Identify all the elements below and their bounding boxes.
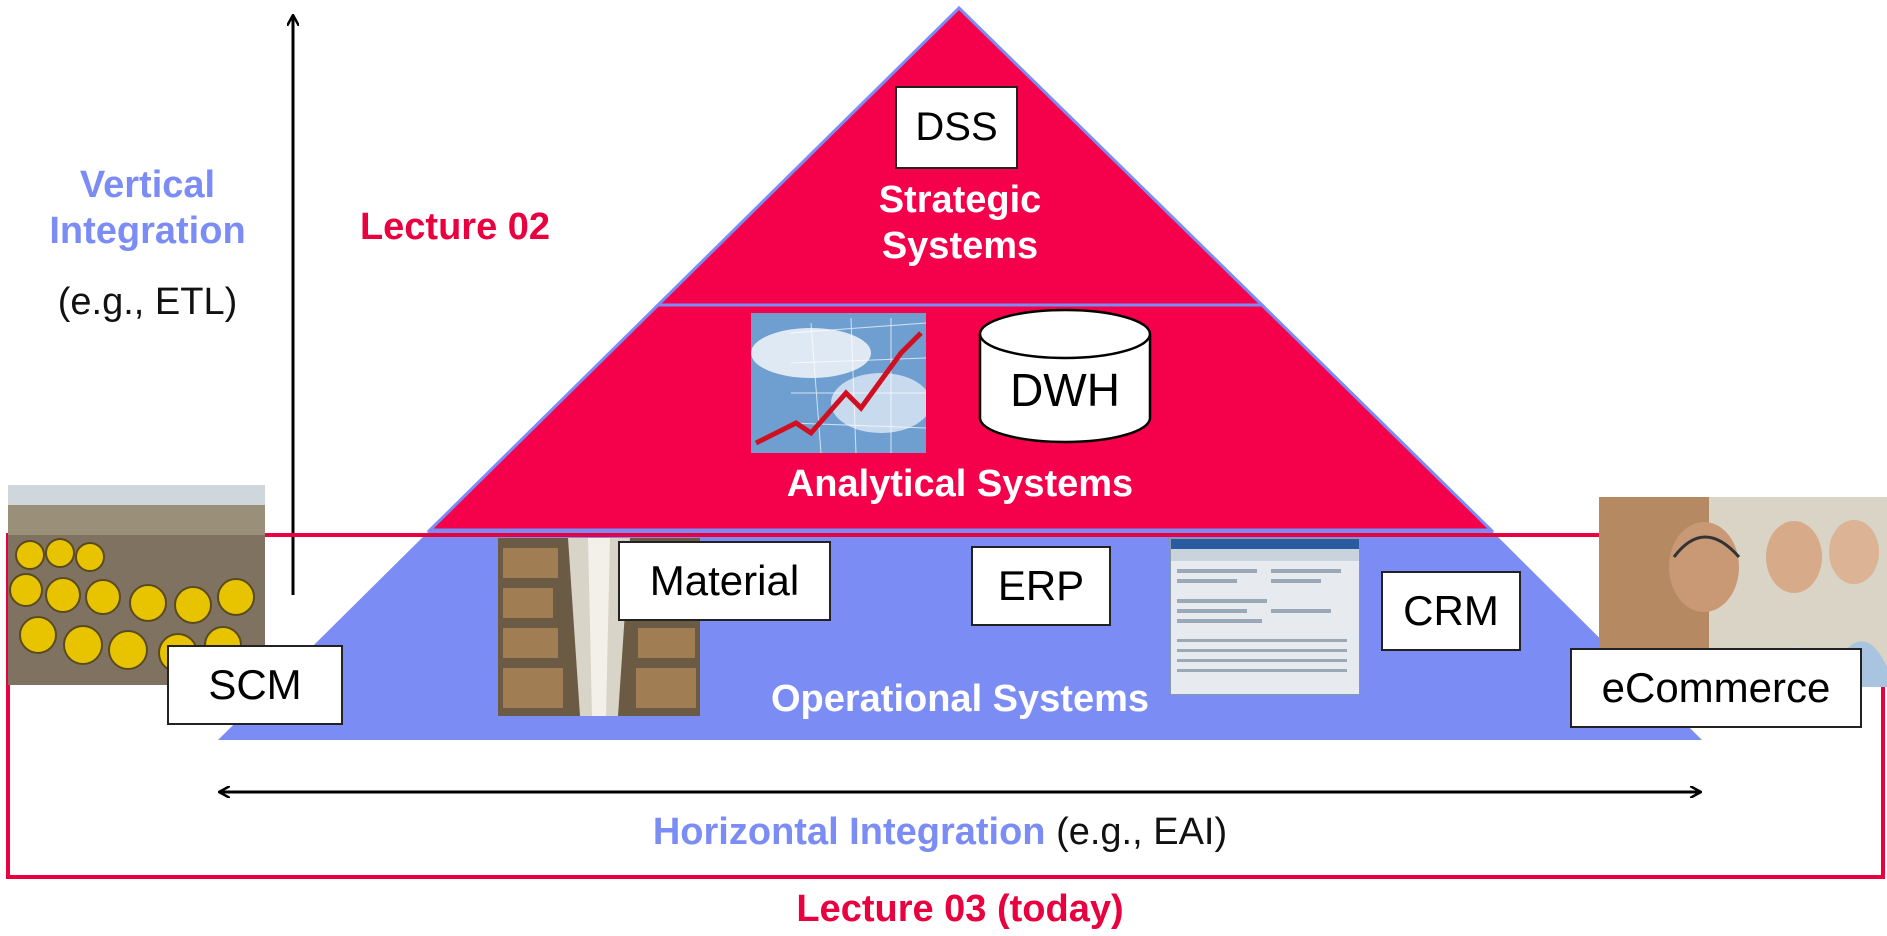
- lecture03-frame: [6, 533, 1885, 879]
- strategic-systems-label: Strategic Systems: [800, 178, 1120, 269]
- dss-box: DSS: [895, 86, 1018, 169]
- erp-screenshot: [1170, 538, 1360, 695]
- dwh-label: DWH: [1010, 364, 1120, 416]
- vertical-title-line2: Integration: [49, 209, 246, 252]
- material-box: Material: [618, 541, 831, 621]
- horizontal-integration-label: Horizontal Integration (e.g., EAI): [560, 810, 1320, 856]
- lecture02-label: Lecture 02: [359, 206, 551, 248]
- vertical-integration-title: Vertical Integration: [20, 163, 275, 254]
- operational-systems-label: Operational Systems: [770, 678, 1150, 720]
- horizontal-title: Horizontal Integration: [652, 811, 1046, 853]
- horizontal-subtitle: (e.g., EAI): [1056, 811, 1228, 853]
- analytical-systems-label: Analytical Systems: [786, 463, 1134, 505]
- rising-chart-photo: [751, 313, 926, 453]
- strategic-line2: Systems: [881, 224, 1039, 267]
- ecommerce-box: eCommerce: [1570, 648, 1862, 728]
- database-cylinder-icon: [978, 308, 1152, 444]
- vertical-integration-subtitle: (e.g., ETL): [57, 281, 238, 323]
- crm-box: CRM: [1381, 571, 1521, 651]
- erp-box: ERP: [971, 546, 1111, 626]
- vertical-title-line1: Vertical: [79, 164, 216, 206]
- scm-box: SCM: [167, 645, 343, 725]
- lecture03-label: Lecture 03 (today): [796, 888, 1124, 930]
- strategic-line1: Strategic: [878, 179, 1042, 221]
